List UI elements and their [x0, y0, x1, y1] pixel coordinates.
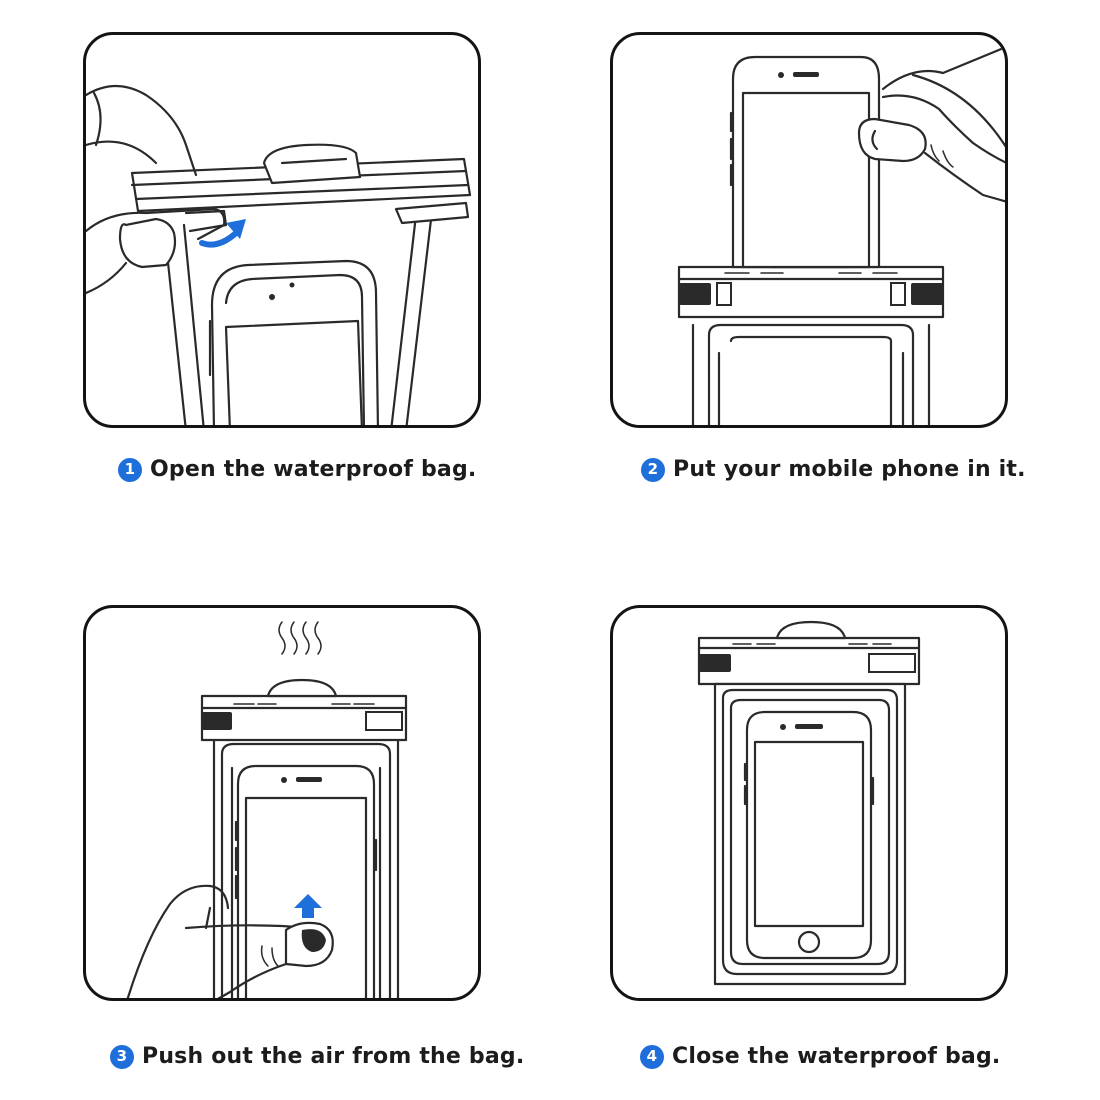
step-text: Open the waterproof bag. — [150, 457, 477, 482]
step-4-illustration — [610, 605, 1008, 1001]
step-number-badge: 4 — [640, 1044, 664, 1069]
hand-icon — [86, 85, 228, 295]
step-text: Put your mobile phone in it. — [673, 457, 1026, 482]
step-3-illustration — [83, 605, 481, 1001]
closed-bag-drawing — [697, 620, 921, 986]
push-air-drawing — [126, 621, 408, 998]
step-2-illustration — [610, 32, 1008, 428]
air-waves-icon — [278, 621, 322, 655]
step-4-caption: 4 Close the waterproof bag. — [640, 1044, 1000, 1069]
step-text: Push out the air from the bag. — [142, 1044, 525, 1069]
phone-icon — [208, 259, 380, 425]
step-1-illustration — [83, 32, 481, 428]
waterproof-bag-icon — [677, 247, 945, 425]
phone-icon — [729, 55, 881, 269]
step-number-badge: 2 — [641, 457, 665, 482]
step-2-caption: 2 Put your mobile phone in it. — [641, 457, 1026, 482]
hand-icon — [126, 884, 334, 998]
step-number-badge: 1 — [118, 457, 142, 482]
rotate-arrow-icon — [199, 219, 246, 248]
step-3-caption: 3 Push out the air from the bag. — [110, 1044, 524, 1069]
step-number-badge: 3 — [110, 1044, 134, 1069]
hand-icon — [857, 46, 1005, 203]
phone-icon — [743, 710, 875, 960]
step-text: Close the waterproof bag. — [672, 1044, 1001, 1069]
waterproof-bag-icon — [130, 143, 472, 425]
open-bag-drawing — [86, 85, 472, 425]
insert-phone-drawing — [677, 46, 1005, 425]
step-1-caption: 1 Open the waterproof bag. — [118, 457, 476, 482]
up-arrow-icon — [294, 894, 322, 918]
